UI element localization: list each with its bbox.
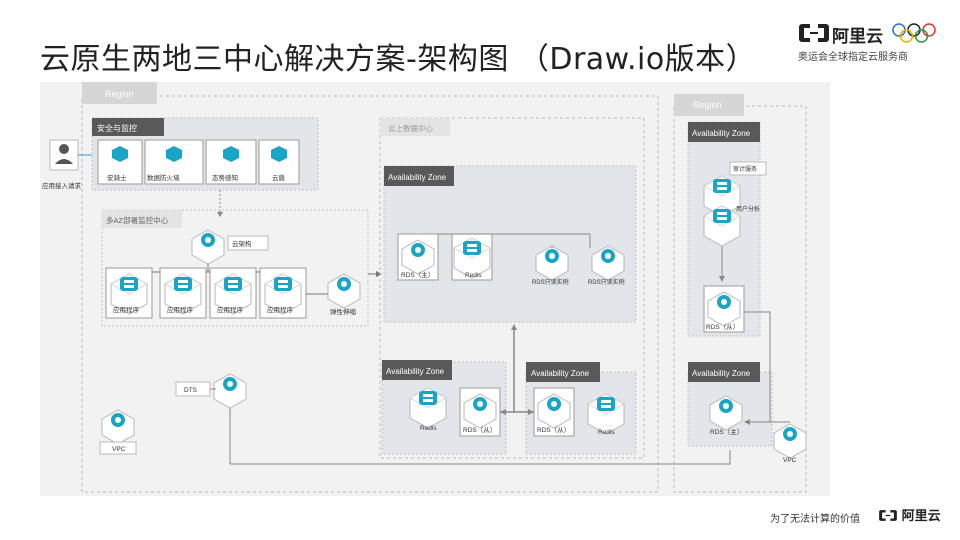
- security-group-label: 安全与监控: [97, 123, 137, 133]
- vpc-left-label: VPC: [112, 446, 126, 453]
- az2-node-redis: Redis: [409, 387, 447, 432]
- security-group-header: [92, 118, 164, 136]
- dts-label: DTS: [184, 387, 198, 394]
- az-1-label: Availability Zone: [388, 173, 447, 182]
- diagram-svg: Region Region 应用接入请求 安全与监控 安骑士 数据防火墙 态势感…: [42, 82, 807, 493]
- monitor-center-label: 多AZ部署监控中心: [106, 215, 169, 225]
- brand-logo: 阿里云 奥运会全球指定云服务商: [798, 22, 938, 66]
- app-node-label: 应用程序: [167, 305, 194, 314]
- cloud-dc-label: 云上数据中心: [388, 123, 433, 133]
- az3-node-rds-secondary: RDS（从）: [533, 387, 575, 437]
- monitor-center-group: [101, 209, 369, 327]
- security-item-label: 态势感知: [212, 173, 238, 182]
- page-title: 云原生两地三中心解决方案-架构图 （Draw.io版本）: [40, 42, 757, 77]
- az1-node-rds-primary: RDS（主）: [397, 233, 439, 281]
- az-right-top-label: Availability Zone: [692, 129, 751, 138]
- vpc-left-node: VPC: [99, 409, 137, 455]
- region-left-boundary: [81, 95, 659, 493]
- az1-node-rds-readonly-1: RDS只读实例: [532, 245, 569, 286]
- footer-brand: 阿里云: [878, 505, 941, 524]
- vpc-right-node: VPC: [773, 423, 807, 464]
- aliyun-footer-logo-icon: [879, 510, 897, 521]
- app-node-4: 应用程序: [259, 267, 307, 319]
- user-label: 应用接入请求: [42, 181, 82, 190]
- elastic-node-label: 弹性伸缩: [330, 307, 357, 316]
- security-item-2: 数据防火墙: [144, 139, 204, 185]
- right-node-audit: 审计服务: [703, 161, 767, 217]
- dts-node: [213, 373, 247, 409]
- az-3-label: Availability Zone: [531, 369, 590, 378]
- cloud-dc-boundary: [379, 117, 645, 459]
- security-item-3: 态势感知: [205, 139, 257, 185]
- az1-node-label: RDS只读实例: [532, 278, 569, 286]
- az3-node-label: Redis: [598, 429, 615, 436]
- app-node-2: 应用程序: [159, 267, 207, 319]
- az1-node-rds-readonly-2: RDS只读实例: [588, 245, 625, 286]
- architecture-diagram: Region Region 应用接入请求 安全与监控 安骑士 数据防火墙 态势感…: [40, 82, 830, 496]
- right-node-label: RDS（主）: [710, 427, 743, 436]
- aliyun-logo-icon: [799, 24, 829, 42]
- az-right-bottom-label: Availability Zone: [692, 369, 751, 378]
- shield-icon: [112, 146, 128, 162]
- cloud-architecture-node: [191, 229, 225, 265]
- user-icon: [55, 144, 73, 164]
- user-box: [49, 139, 79, 171]
- vpc-right-label: VPC: [783, 457, 797, 464]
- security-item-label: 云盾: [272, 174, 286, 182]
- az3-node-redis: Redis: [587, 393, 625, 436]
- az3-node-label: RDS（从）: [537, 426, 570, 434]
- az1-node-redis: Redis: [451, 233, 493, 281]
- footer-slogan: 为了无法计算的价值: [770, 514, 860, 525]
- az-2-label: Availability Zone: [386, 367, 445, 376]
- az1-node-label: Redis: [465, 272, 482, 279]
- az1-node-label: RDS（主）: [401, 270, 434, 279]
- az2-node-label: RDS（从）: [463, 426, 496, 434]
- footer-brand-name: 阿里云: [901, 508, 941, 523]
- olympic-rings-icon: [892, 23, 936, 43]
- situation-awareness-icon: [223, 146, 239, 162]
- brand-subtitle: 奥运会全球指定云服务商: [798, 52, 908, 63]
- app-node-label: 应用程序: [267, 305, 294, 314]
- app-node-3: 应用程序: [209, 267, 257, 319]
- elastic-scaling-node: 弹性伸缩: [327, 273, 361, 316]
- az2-node-rds-secondary: RDS（从）: [459, 387, 501, 437]
- region-left-tab: [82, 82, 157, 104]
- security-item-label: 数据防火墙: [147, 173, 180, 182]
- right-node-label: 审计服务: [733, 165, 757, 173]
- app-node-label: 应用程序: [113, 305, 140, 314]
- cloud-architecture-label: 云架构: [232, 239, 252, 248]
- app-node-1: 应用程序: [105, 267, 153, 319]
- az2-node-label: Redis: [420, 425, 437, 432]
- region-right-tab: [674, 94, 744, 116]
- database-firewall-icon: [166, 146, 182, 162]
- right-node-label: 用户分析: [736, 205, 760, 213]
- right-node-label: RDS（从）: [706, 323, 739, 331]
- security-item-label: 安骑士: [107, 173, 127, 182]
- right-node-rds-primary: RDS（主）: [709, 395, 743, 436]
- region-left-label: Region: [105, 89, 134, 99]
- security-item-1: 安骑士: [97, 139, 143, 185]
- brand-name: 阿里云: [832, 27, 883, 46]
- region-right-label: Region: [693, 100, 722, 110]
- az1-node-label: RDS只读实例: [588, 278, 625, 286]
- app-node-label: 应用程序: [217, 305, 244, 314]
- right-node-user-analysis: 用户分析: [703, 205, 760, 247]
- security-item-4: 云盾: [258, 139, 300, 185]
- cloud-shield-icon: [271, 146, 287, 162]
- right-node-rds-secondary: RDS（从）: [703, 285, 745, 333]
